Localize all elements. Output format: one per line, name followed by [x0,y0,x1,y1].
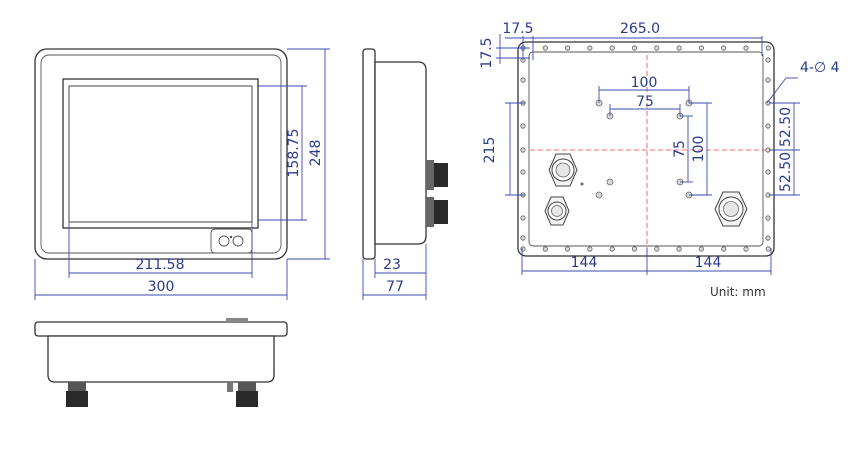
screen-width-label: 211.58 [136,257,185,273]
screen-area [68,85,253,223]
rear-offset-y-label: 17.5 [479,37,495,68]
rear-right-upper-label: 52.50 [778,107,794,147]
vesa-hole-100-bl [595,191,603,199]
mounting-hole-top-8 [676,45,682,51]
mounting-hole-bottom-8 [676,246,682,252]
side-connector-2 [434,200,448,224]
rear-hole-span-label: 265.0 [620,21,660,37]
mounting-hole-top-9 [698,45,705,51]
side-view: 23 77 [362,48,448,300]
vesa-inner-v-label: 75 [672,140,688,158]
mounting-hole-right-6 [765,169,771,175]
side-bezel [362,48,376,260]
rear-panel-outline [517,41,775,257]
bottom-connector-2-base [238,382,256,391]
side-connector-1-base [426,160,434,190]
mounting-hole-bottom-10 [721,246,727,252]
mounting-hole-bottom-12 [765,246,771,252]
bottom-connector-2 [236,391,258,407]
rear-small-marker [580,182,584,186]
mounting-hole-right-2 [765,77,771,83]
mounting-hole-top-5 [609,45,615,51]
mounting-hole-top-11 [743,45,749,51]
front-bezel-inner [40,54,282,254]
mounting-hole-top-4 [587,45,593,51]
cable-gland-large-left [548,153,578,187]
bottom-connector-1 [66,391,88,407]
mounting-hole-left-8 [520,215,526,221]
mounting-hole-right-9 [765,235,771,241]
unit-label: Unit: mm [710,285,766,299]
mounting-hole-bottom-4 [587,246,593,252]
mounting-hole-left-6 [520,169,526,175]
power-button-icon [218,235,230,247]
vesa-inner-label: 75 [636,94,654,110]
hole-spec-label: 4-∅ 4 [800,60,840,76]
mounting-hole-right-4 [765,123,771,129]
mounting-hole-bottom-2 [542,246,548,252]
side-body-depth-label: 23 [383,257,401,273]
mounting-hole-top-6 [631,45,638,51]
mounting-hole-bottom-3 [564,246,571,252]
front-view: 158.75 248 211.58 300 [34,48,330,300]
bottom-vent [227,382,233,392]
side-body [374,61,427,245]
cable-gland-right [714,191,748,227]
mounting-hole-bottom-6 [631,246,638,252]
side-total-depth-label: 77 [386,279,404,295]
side-connector-2-base [426,197,434,227]
rear-bottom-right-label: 144 [695,255,722,271]
bottom-button-strip [226,318,248,322]
bottom-bezel [34,321,288,337]
mounting-hole-bottom-11 [743,246,749,252]
rear-offset-x-label: 17.5 [502,21,533,37]
mounting-hole-bottom-1 [520,246,526,252]
front-width-label: 300 [148,279,175,295]
rear-view: 100 75 75 100 17.5 265.0 17.5 215 [479,21,840,299]
mounting-hole-left-9 [520,235,526,241]
mounting-hole-left-4 [520,123,526,129]
mounting-hole-bottom-5 [609,246,615,252]
mounting-hole-bottom-9 [698,246,705,252]
cable-gland-small-left [544,196,570,226]
mounting-hole-right-1 [765,57,771,63]
front-height-label: 248 [308,140,324,167]
indicator-led-icon [229,235,233,239]
mounting-hole-top-7 [654,45,660,51]
rear-panel-inner [528,51,764,247]
screen-height-label: 158.75 [286,129,302,178]
mounting-hole-top-2 [542,45,548,51]
bottom-connector-1-base [68,382,86,391]
rear-right-lower-label: 52.50 [778,152,794,192]
mounting-hole-top-12 [765,45,771,51]
side-connector-1 [434,163,448,187]
control-button-icon [232,235,244,247]
mounting-hole-right-8 [765,215,771,221]
vesa-outer-label: 100 [631,75,658,91]
bottom-view [34,318,288,407]
mounting-hole-left-5 [520,147,526,153]
mounting-hole-top-3 [564,45,571,51]
mounting-hole-left-2 [520,77,526,83]
vesa-hole-75-bl [606,178,614,186]
vesa-outer-v-label: 100 [691,136,707,163]
rear-height-label: 215 [482,137,498,164]
mounting-hole-bottom-7 [654,246,660,252]
rear-bottom-left-label: 144 [571,255,598,271]
mounting-hole-top-10 [721,45,727,51]
bottom-body [47,335,275,383]
